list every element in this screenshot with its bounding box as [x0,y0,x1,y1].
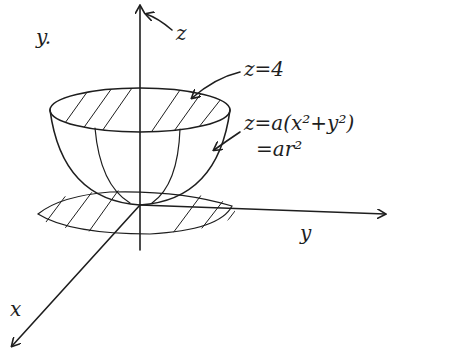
surface-equation: =ar² [256,138,302,160]
surface-equation: z=a(x²+y²) [244,112,354,134]
axis-label: y. [36,26,51,48]
axis-label: y [300,222,311,244]
axis-label: z [176,22,187,44]
plane-equation: z=4 [244,58,284,80]
axis-label: x [10,298,21,320]
